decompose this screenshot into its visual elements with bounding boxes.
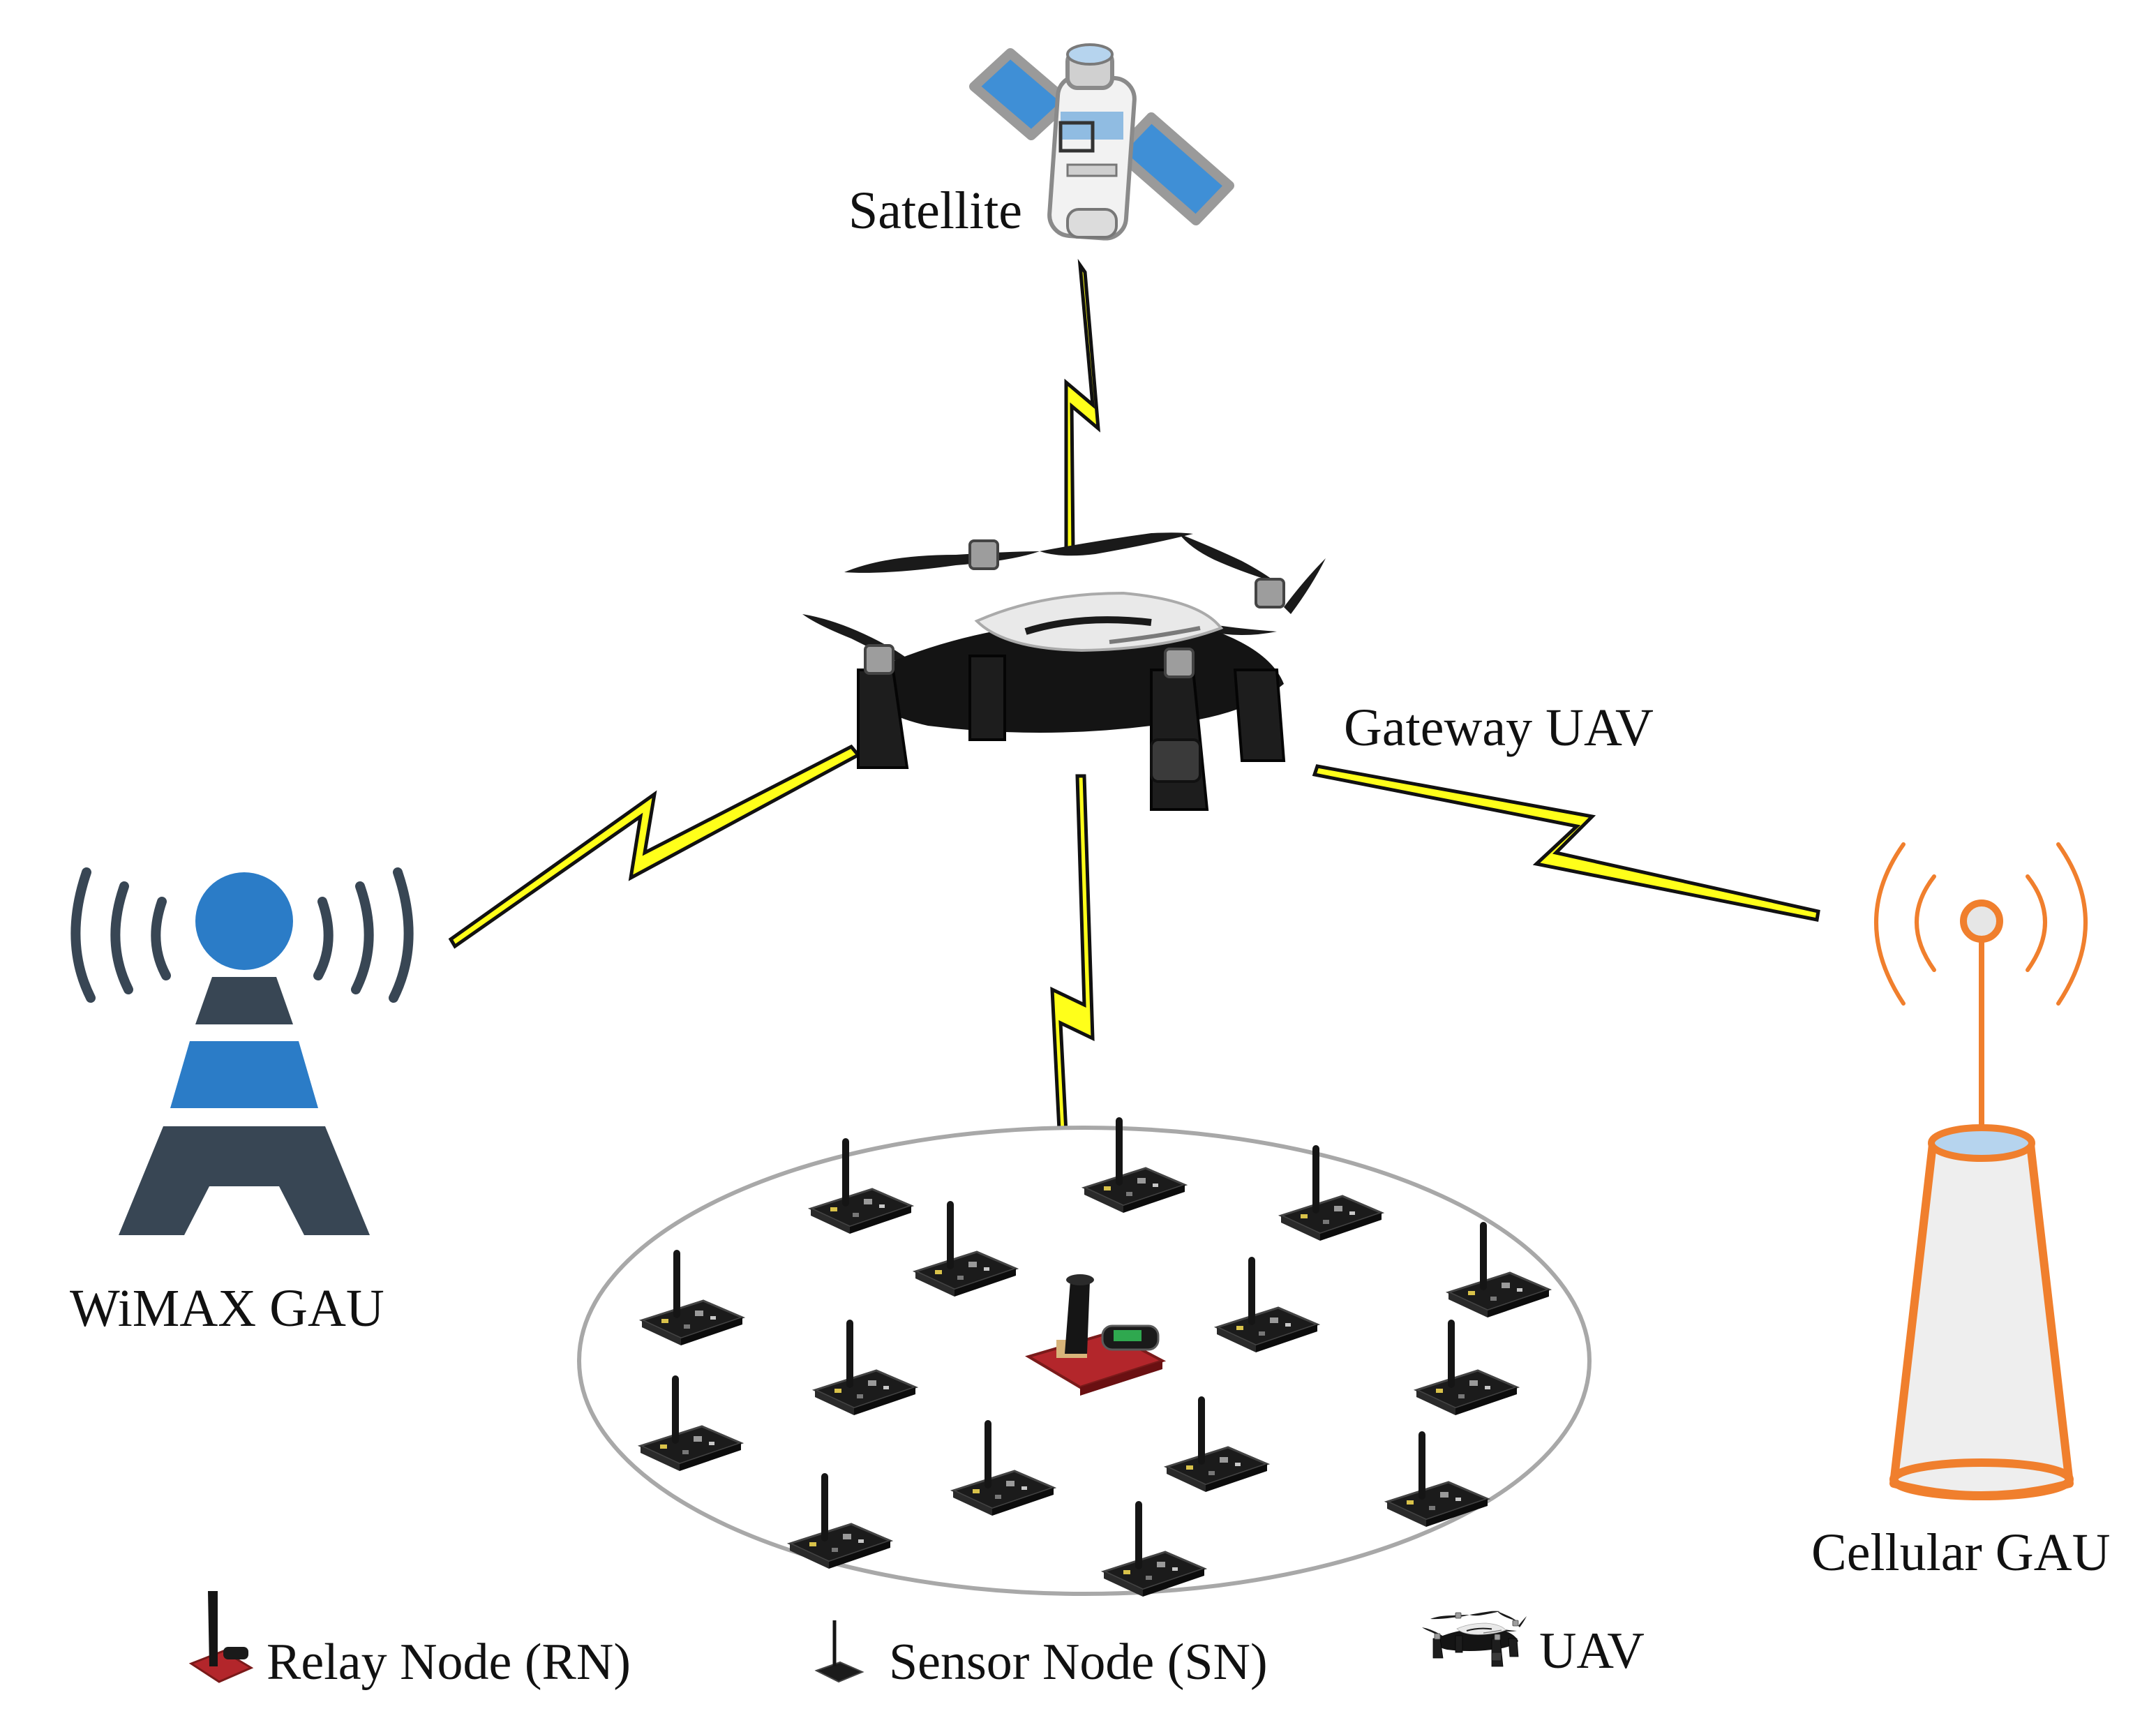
wimax-gau-label: WiMAX GAU bbox=[70, 1279, 384, 1338]
legend-sensor-icon bbox=[814, 1620, 864, 1683]
legend-sensor-label: Sensor Node (SN) bbox=[889, 1634, 1268, 1691]
gateway-uav-label: Gateway UAV bbox=[1344, 699, 1654, 757]
legend: Relay Node (RN) Sensor Node (SN) UAV bbox=[188, 1591, 1645, 1691]
link-gateway-cellular bbox=[1312, 764, 1820, 922]
legend-uav-icon bbox=[1421, 1610, 1528, 1668]
drone-icon bbox=[802, 532, 1326, 809]
cellular-tower-icon bbox=[1874, 842, 2088, 1500]
satellite-label: Satellite bbox=[848, 181, 1022, 240]
link-satellite-gateway bbox=[1064, 258, 1101, 553]
cellular-gau-label: Cellular GAU bbox=[1811, 1523, 2110, 1582]
wimax-tower-icon bbox=[70, 867, 414, 1235]
legend-uav-label: UAV bbox=[1539, 1622, 1645, 1680]
relay-node-icon bbox=[1025, 1274, 1167, 1396]
legend-relay-label: Relay Node (RN) bbox=[267, 1634, 631, 1691]
satellite-icon bbox=[969, 43, 1234, 241]
link-gateway-wimax bbox=[448, 744, 861, 949]
legend-relay-icon bbox=[188, 1591, 254, 1683]
